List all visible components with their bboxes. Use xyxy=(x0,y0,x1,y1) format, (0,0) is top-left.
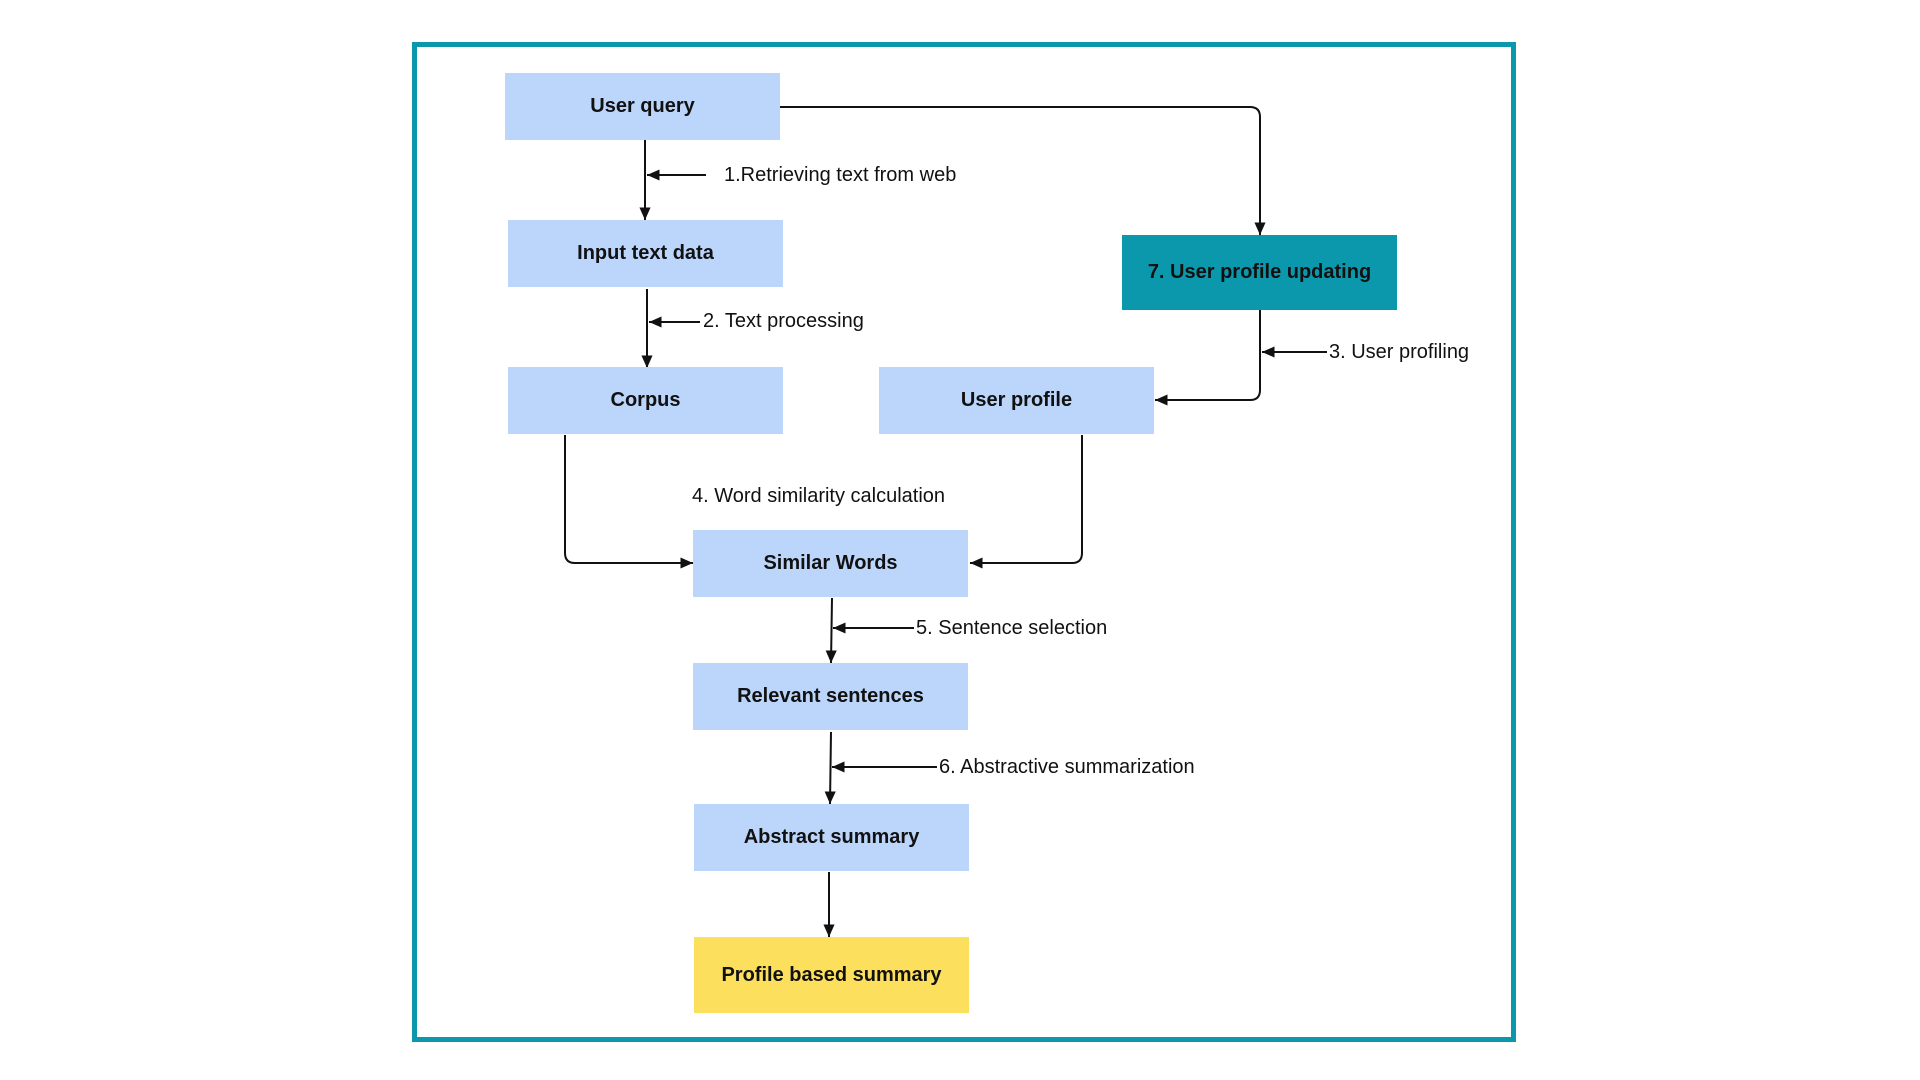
arrow-similar-to-relevant xyxy=(825,597,837,664)
arrow-corpus-to-similar xyxy=(564,435,693,569)
node-similar-words: Similar Words xyxy=(693,530,968,597)
arrow-profile-to-similar xyxy=(970,435,1083,569)
arrow-updating-to-profile xyxy=(1155,310,1261,406)
node-corpus: Corpus xyxy=(508,367,783,434)
node-profile-based-summary: Profile based summary xyxy=(694,937,969,1013)
step-label-2: 2. Text processing xyxy=(703,310,864,332)
step-label-6: 6. Abstractive summarization xyxy=(939,756,1195,778)
node-user-query: User query xyxy=(505,73,780,140)
node-relevant-sentences: Relevant sentences xyxy=(693,663,968,730)
step-label-3: 3. User profiling xyxy=(1329,341,1470,363)
step-label-5: 5. Sentence selection xyxy=(916,617,1108,639)
node-user-profile-updating: 7. User profile updating xyxy=(1122,235,1397,310)
diagram-frame xyxy=(412,42,1516,1042)
arrow-query-to-profile-updating xyxy=(780,106,1266,235)
step-label-4: 4. Word similarity calculation xyxy=(692,485,946,507)
step-label-1: 1.Retrieving text from web xyxy=(724,164,957,186)
arrow-relevant-to-abstract xyxy=(824,731,836,805)
node-input-text-data: Input text data xyxy=(508,220,783,287)
node-abstract-summary: Abstract summary xyxy=(694,804,969,871)
node-user-profile: User profile xyxy=(879,367,1154,434)
